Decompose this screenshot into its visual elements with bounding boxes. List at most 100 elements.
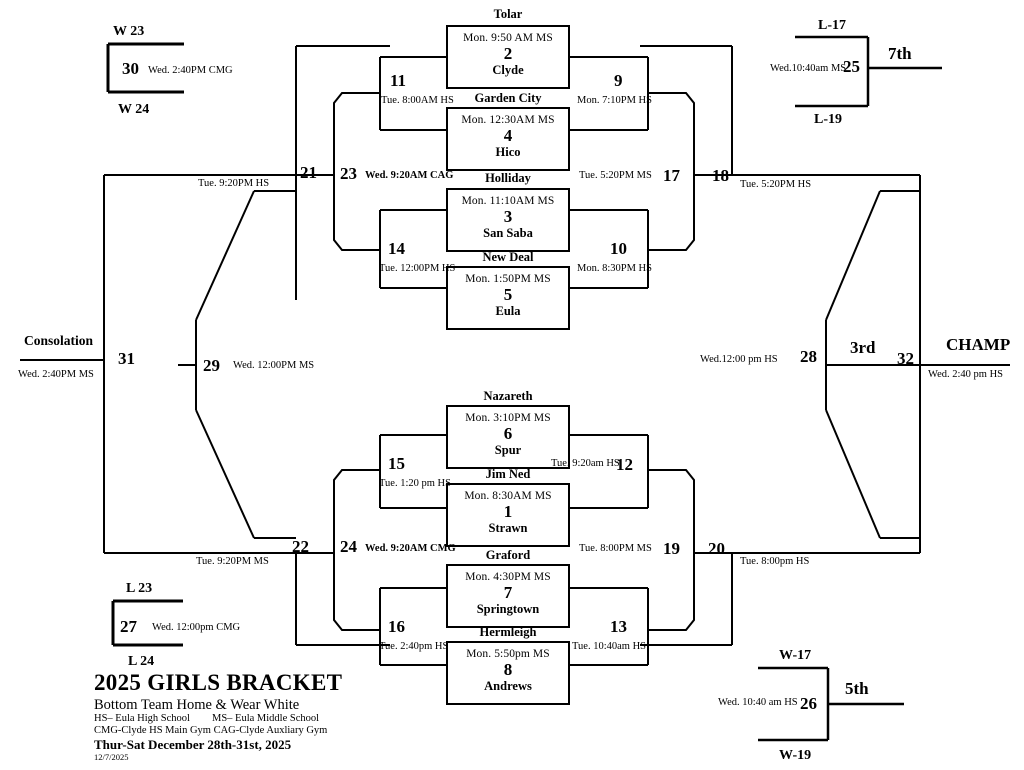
side-bracket-bottom-left-top-seed: L 23: [126, 581, 153, 596]
game-number-21: 21: [300, 163, 317, 182]
consolation-label: Consolation: [24, 333, 94, 348]
matchup-bottom-team: Springtown: [476, 602, 540, 616]
game-time-10: Mon. 8:30PM HS: [577, 263, 652, 274]
game-number-31: 31: [118, 349, 135, 368]
side-bracket-bottom-left-bottom-seed: L 24: [128, 654, 155, 669]
game-time-15: Tue. 1:20 pm HS: [379, 478, 451, 489]
game-time-9: Mon. 7:10PM HS: [577, 95, 652, 106]
bracket-revision-date: 12/7/2025: [94, 752, 129, 762]
matchup-time: Mon. 12:30AM MS: [461, 114, 555, 126]
matchup-time: Mon. 9:50 AM MS: [463, 32, 553, 44]
game-number-16: 16: [388, 617, 405, 636]
matchup-top-team: New Deal: [482, 250, 534, 264]
matchup-bottom-team: Andrews: [484, 679, 532, 693]
matchup-time: Mon. 1:50PM MS: [465, 273, 551, 285]
side-bracket-top-right-top-seed: L-17: [818, 18, 846, 33]
matchup-top-team: Nazareth: [483, 389, 533, 403]
game-time-14: Tue. 12:00PM HS: [379, 263, 456, 274]
bracket-title: 2025 GIRLS BRACKET: [94, 670, 343, 695]
matchup-bottom-team: San Saba: [483, 226, 533, 240]
legend-ms: MS– Eula Middle School: [212, 713, 320, 724]
game-number-22: 22: [292, 537, 309, 556]
game-number-13: 13: [610, 617, 627, 636]
game-number-30: 30: [122, 59, 139, 78]
game-time-18: Tue. 5:20PM HS: [740, 179, 812, 190]
game-number-18: 18: [712, 166, 729, 185]
matchup-box-g1[interactable]: Mon. 8:30AM MS 1 Strawn: [446, 483, 570, 547]
legend-gyms: CMG-Clyde HS Main Gym CAG-Clyde Auxliary…: [94, 724, 328, 736]
game-time-28: Wed.12:00 pm HS: [700, 354, 778, 365]
matchup-top-team: Tolar: [493, 7, 523, 21]
game-time-26: Wed. 10:40 am HS: [718, 697, 798, 708]
game-number-14: 14: [388, 239, 405, 258]
fifth-place-label: 5th: [845, 679, 869, 698]
matchup-box-g8[interactable]: Mon. 5:50pm MS 8 Andrews: [446, 641, 570, 705]
game-time-21: Tue. 9:20PM HS: [198, 178, 270, 189]
matchup-box-g7[interactable]: Mon. 4:30PM MS 7 Springtown: [446, 564, 570, 628]
champ-label: CHAMP: [946, 335, 1011, 354]
matchup-box-g2[interactable]: Mon. 9:50 AM MS 2 Clyde: [446, 25, 570, 89]
seventh-place-label: 7th: [888, 44, 912, 63]
matchup-bottom-team: Hico: [495, 145, 521, 159]
matchup-top-team: Holliday: [485, 171, 531, 185]
side-bracket-bottom-right-top-seed: W-17: [779, 648, 812, 663]
matchup-box-g4[interactable]: Mon. 12:30AM MS 4 Hico: [446, 107, 570, 171]
side-bracket-bottom-right-bottom-seed: W-19: [779, 748, 812, 763]
matchup-box-g3[interactable]: Mon. 11:10AM MS 3 San Saba: [446, 188, 570, 252]
game-number-15: 15: [388, 454, 405, 473]
legend-schools: HS– Eula High School MS– Eula Middle Sch…: [94, 713, 342, 725]
game-time-27: Wed. 12:00pm CMG: [152, 622, 241, 633]
game-number-9: 9: [614, 71, 623, 90]
game-number-26: 26: [800, 694, 817, 713]
matchup-bottom-team: Strawn: [488, 521, 528, 535]
matchup-box-g6[interactable]: Mon. 3:10PM MS 6 Spur: [446, 405, 570, 469]
game-time-13: Tue. 10:40am HS: [572, 641, 646, 652]
matchup-time: Mon. 8:30AM MS: [464, 490, 552, 502]
game-time-32: Wed. 2:40 pm HS: [928, 369, 1003, 380]
game-number-29: 29: [203, 356, 220, 375]
matchup-top-team: Graford: [485, 548, 531, 562]
game-number-12: 12: [616, 455, 633, 474]
game-time-30: Wed. 2:40PM CMG: [148, 65, 233, 76]
game-number-19: 19: [663, 539, 680, 558]
matchup-bottom-team: Eula: [495, 304, 521, 318]
matchup-top-team: Garden City: [474, 91, 542, 105]
matchup-top-team: Hermleigh: [479, 625, 537, 639]
matchup-time: Mon. 4:30PM MS: [465, 571, 551, 583]
game-time-24: Wed. 9:20AM CMG: [365, 543, 456, 554]
matchup-bottom-team: Spur: [494, 443, 522, 457]
matchup-number: 4: [503, 126, 513, 145]
bracket-dates: Thur-Sat December 28th-31st, 2025: [94, 737, 292, 752]
game-time-22: Tue. 9:20PM MS: [196, 556, 269, 567]
game-time-29: Wed. 12:00PM MS: [233, 360, 315, 371]
matchup-number: 5: [503, 285, 513, 304]
game-number-11: 11: [390, 71, 407, 90]
game-time-25: Wed.10:40am MS: [770, 63, 847, 74]
title-block: 2025 GIRLS BRACKET Bottom Team Home & We…: [94, 670, 342, 762]
matchup-time: Mon. 5:50pm MS: [466, 648, 550, 660]
game-number-25: 25: [843, 57, 860, 76]
matchup-number: 6: [503, 424, 513, 443]
game-number-20: 20: [708, 539, 725, 558]
game-time-17: Tue. 5:20PM MS: [579, 170, 652, 181]
bracket-subtitle: Bottom Team Home & Wear White: [94, 697, 300, 713]
game-time-12: Tue. 9:20am HS: [551, 458, 620, 469]
game-time-23: Wed. 9:20AM CAG: [365, 170, 454, 181]
side-bracket-top-right-bottom-seed: L-19: [814, 112, 842, 127]
matchup-number: 3: [503, 207, 513, 226]
matchup-box-g5[interactable]: Mon. 1:50PM MS 5 Eula: [446, 266, 570, 330]
game-number-23: 23: [340, 164, 357, 183]
game-number-10: 10: [610, 239, 627, 258]
game-time-31: Wed. 2:40PM MS: [18, 369, 94, 380]
third-place-label: 3rd: [850, 338, 876, 357]
game-time-16: Tue. 2:40pm HS: [379, 641, 449, 652]
game-number-27: 27: [120, 617, 137, 636]
matchup-number: 7: [503, 583, 513, 602]
matchup-number: 1: [503, 502, 513, 521]
matchup-number: 8: [503, 660, 513, 679]
game-number-32: 32: [897, 349, 914, 368]
matchup-top-team: Jim Ned: [485, 467, 531, 481]
matchup-time: Mon. 11:10AM MS: [461, 195, 555, 207]
game-number-24: 24: [340, 537, 357, 556]
